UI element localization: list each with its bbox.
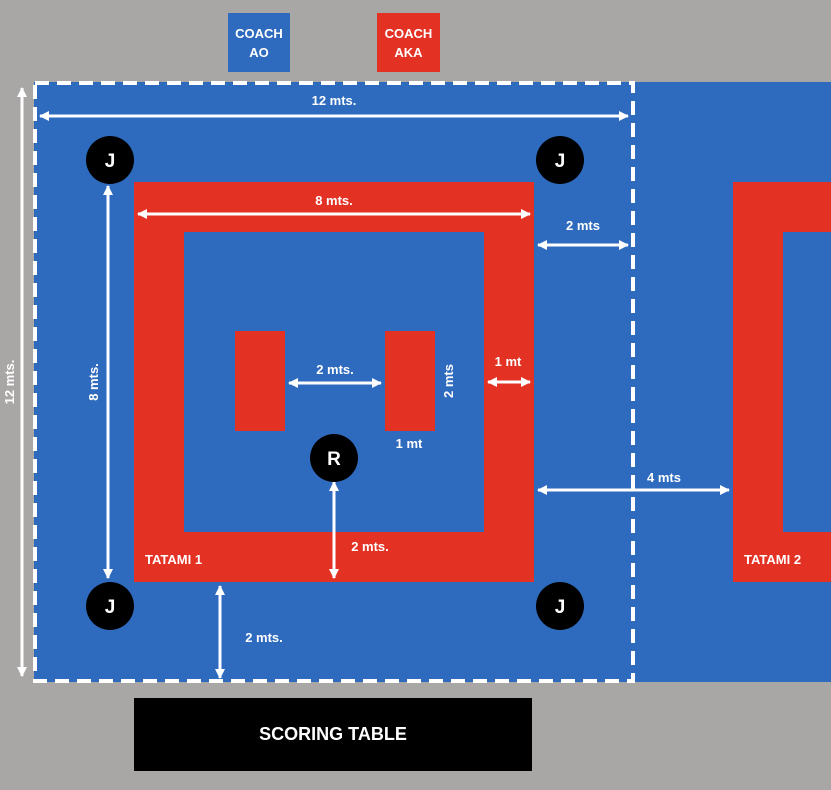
label-border-width: 1 mt — [495, 354, 522, 369]
coach-aka-line1: COACH — [384, 26, 433, 41]
scoring-table-label: SCORING TABLE — [259, 724, 407, 744]
tatami-2-label: TATAMI 2 — [744, 552, 801, 567]
judge-top-right-label: J — [555, 151, 566, 172]
judge-top-left-label: J — [105, 151, 116, 172]
judge-bottom-right-label: J — [555, 597, 566, 618]
coach-ao-line2: AO — [249, 45, 269, 60]
coach-ao-box: COACH AO — [228, 13, 290, 72]
label-competitor-length: 2 mts — [441, 364, 456, 398]
coach-ao-line1: COACH — [235, 26, 283, 41]
competitor-ao-mark — [235, 331, 285, 431]
label-safety-side: 2 mts — [566, 218, 600, 233]
tatami-1-label: TATAMI 1 — [145, 552, 202, 567]
coach-aka-box: COACH AKA — [377, 13, 440, 72]
label-tatami-height: 8 mts. — [86, 363, 101, 401]
label-competitor-gap: 2 mts. — [316, 362, 354, 377]
competitor-aka-mark — [385, 331, 435, 431]
judge-bottom-right-marker — [536, 582, 584, 630]
coach-aka-line2: AKA — [394, 45, 423, 60]
scoring-table: SCORING TABLE — [134, 698, 532, 771]
label-total-height: 12 mts. — [2, 360, 17, 405]
judge-top-right-marker — [536, 136, 584, 184]
tatami-2-inner — [783, 232, 831, 532]
label-tatami-width: 8 mts. — [315, 193, 353, 208]
label-competitor-width: 1 mt — [396, 436, 423, 451]
label-total-width: 12 mts. — [312, 93, 357, 108]
judge-top-left-marker — [86, 136, 134, 184]
judge-bottom-left-marker — [86, 582, 134, 630]
competition-area-boundary — [33, 81, 635, 683]
label-referee-distance: 2 mts. — [351, 539, 389, 554]
referee-label: R — [327, 449, 341, 470]
label-between-tatamis: 4 mts — [647, 470, 681, 485]
label-to-scoring-table: 2 mts. — [245, 630, 283, 645]
referee-marker — [310, 434, 358, 482]
judge-bottom-left-label: J — [105, 597, 116, 618]
